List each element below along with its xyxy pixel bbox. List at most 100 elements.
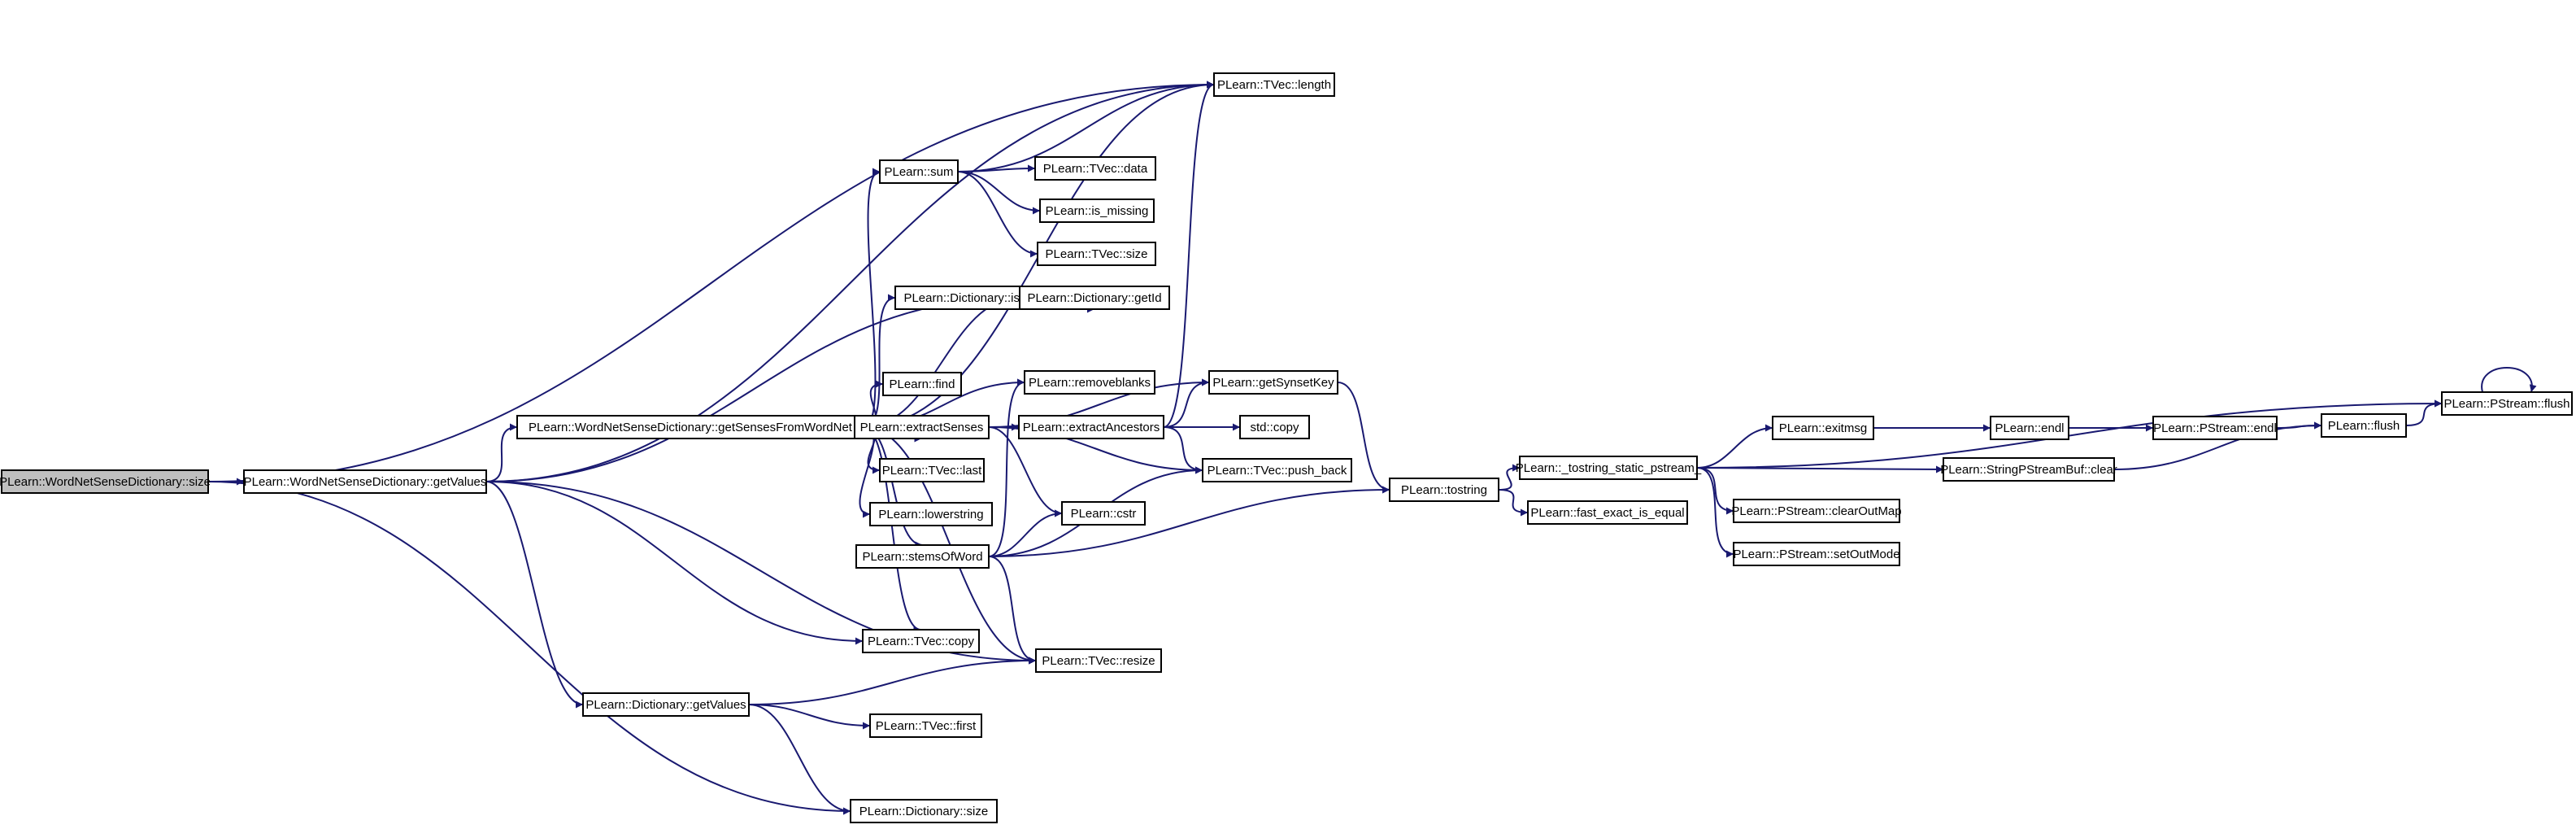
node-cstr[interactable]: PLearn::cstr xyxy=(1061,501,1146,526)
node-box xyxy=(1208,370,1338,395)
node-tvec-resize[interactable]: PLearn::TVec::resize xyxy=(1035,648,1162,673)
edge-root-to-dict-size xyxy=(207,481,851,815)
node-label: PLearn::StringPStreamBuf::clear xyxy=(1940,463,2117,477)
node-box xyxy=(2152,416,2278,440)
node-exitmsg[interactable]: PLearn::exitmsg xyxy=(1772,416,1874,440)
node-pstream-flush[interactable]: PLearn::PStream::flush xyxy=(2441,391,2573,416)
edge-getsynsetkey-to-tostring xyxy=(1337,382,1390,494)
node-tostring[interactable]: PLearn::tostring xyxy=(1389,478,1499,502)
node-box xyxy=(1527,500,1688,525)
node-strbuf-clear[interactable]: PLearn::StringPStreamBuf::clear xyxy=(1940,457,2117,482)
edge-tostring-static-to-setoutmode xyxy=(1696,467,1734,558)
node-label: PLearn::endl xyxy=(1995,421,2064,435)
node-lowerstring[interactable]: PLearn::lowerstring xyxy=(869,502,993,526)
node-label: PLearn::WordNetSenseDictionary::getValue… xyxy=(244,475,487,489)
node-label: std::copy xyxy=(1250,421,1299,434)
node-getsynsetkey[interactable]: PLearn::getSynsetKey xyxy=(1208,370,1338,395)
node-tvec-last[interactable]: PLearn::TVec::last xyxy=(879,458,985,482)
node-box xyxy=(1519,456,1698,480)
node-getsensesfromwordnet[interactable]: PLearn::WordNetSenseDictionary::getSense… xyxy=(516,415,864,439)
node-label: PLearn::TVec::data xyxy=(1043,162,1148,176)
node-endl[interactable]: PLearn::endl xyxy=(1990,416,2069,440)
node-label: PLearn::lowerstring xyxy=(878,508,983,521)
edge-extractancestors-to-getsynsetkey xyxy=(1163,378,1210,428)
node-label: PLearn::sum xyxy=(884,165,953,179)
node-box xyxy=(1039,199,1155,223)
node-box xyxy=(1061,501,1146,526)
node-stemsofword[interactable]: PLearn::stemsOfWord xyxy=(855,544,990,569)
edge-tostring-static-to-strbuf-clear xyxy=(1696,465,1944,473)
node-box xyxy=(1037,242,1156,266)
node-box xyxy=(1772,416,1874,440)
node-box xyxy=(1733,499,1900,523)
node-dict-isin[interactable]: PLearn::Dictionary::isIn xyxy=(894,286,1039,310)
node-label: PLearn::removeblanks xyxy=(1029,376,1151,390)
node-box xyxy=(850,799,998,823)
edge-wnsd-getvalues-to-tvec-length xyxy=(485,81,1215,482)
edge-extractancestors-to-tvec-length xyxy=(1163,81,1215,428)
node-box xyxy=(879,458,985,482)
node-dict-getvalues[interactable]: PLearn::Dictionary::getValues xyxy=(582,692,750,717)
node-box xyxy=(1034,156,1156,181)
edge-tostring-static-to-exitmsg xyxy=(1696,424,1773,469)
node-label: PLearn::Dictionary::getId xyxy=(1027,291,1161,305)
node-label: PLearn::TVec::resize xyxy=(1042,654,1155,668)
node-label: PLearn::find xyxy=(890,377,955,391)
node-label: PLearn::is_missing xyxy=(1046,204,1149,218)
node-box xyxy=(1213,72,1335,97)
node-plearn-flush[interactable]: PLearn::flush xyxy=(2321,413,2407,438)
edge-sum-to-tvec-data xyxy=(957,164,1036,172)
node-label: PLearn::stemsOfWord xyxy=(862,550,982,564)
node-box xyxy=(854,415,990,439)
node-tvec-size[interactable]: PLearn::TVec::size xyxy=(1037,242,1156,266)
node-tvec-copy[interactable]: PLearn::TVec::copy xyxy=(862,629,980,653)
node-box xyxy=(1239,415,1310,439)
node-std-copy[interactable]: std::copy xyxy=(1239,415,1310,439)
node-dict-size[interactable]: PLearn::Dictionary::size xyxy=(850,799,998,823)
edge-root-to-tvec-length xyxy=(207,81,1215,482)
node-tvec-length[interactable]: PLearn::TVec::length xyxy=(1213,72,1335,97)
node-box xyxy=(879,159,959,184)
node-tostring-static[interactable]: PLearn::_tostring_static_pstream_ xyxy=(1516,456,1702,480)
node-removeblanks[interactable]: PLearn::removeblanks xyxy=(1024,370,1155,395)
node-tvec-data[interactable]: PLearn::TVec::data xyxy=(1034,156,1156,181)
edge-pstream-flush-to-pstream-flush xyxy=(2481,367,2537,393)
node-box xyxy=(1202,458,1352,482)
node-label: PLearn::Dictionary::getValues xyxy=(585,698,746,712)
edge-getsensesfromwordnet-to-tvec-copy xyxy=(863,426,921,634)
node-tvec-first[interactable]: PLearn::TVec::first xyxy=(869,713,982,738)
node-box xyxy=(1943,457,2115,482)
node-setoutmode[interactable]: PLearn::PStream::setOutMode xyxy=(1733,542,1900,566)
edge-sum-to-tvec-length xyxy=(957,81,1215,172)
node-fast-exact[interactable]: PLearn::fast_exact_is_equal xyxy=(1527,500,1688,525)
node-extractancestors[interactable]: PLearn::extractAncestors xyxy=(1018,415,1164,439)
node-label: PLearn::flush xyxy=(2328,419,2400,433)
node-wnsd-getvalues[interactable]: PLearn::WordNetSenseDictionary::getValue… xyxy=(243,469,487,494)
node-sum[interactable]: PLearn::sum xyxy=(879,159,959,184)
node-find[interactable]: PLearn::find xyxy=(882,372,962,396)
node-box xyxy=(1389,478,1499,502)
node-is-missing[interactable]: PLearn::is_missing xyxy=(1039,199,1155,223)
node-box xyxy=(1018,415,1164,439)
node-label: PLearn::WordNetSenseDictionary::size xyxy=(0,475,211,489)
node-extractsenses[interactable]: PLearn::extractSenses xyxy=(854,415,990,439)
node-dict-getid[interactable]: PLearn::Dictionary::getId xyxy=(1019,286,1170,310)
node-box xyxy=(1019,286,1170,310)
node-label: PLearn::PStream::endl xyxy=(2153,421,2277,435)
edge-tostring-to-tostring-static xyxy=(1498,464,1521,491)
node-label: PLearn::PStream::flush xyxy=(2443,397,2569,411)
node-box xyxy=(1035,648,1162,673)
node-box xyxy=(2321,413,2407,438)
node-root[interactable]: PLearn::WordNetSenseDictionary::size xyxy=(0,469,211,494)
node-clearoutmap[interactable]: PLearn::PStream::clearOutMap xyxy=(1731,499,1902,523)
edge-getsensesfromwordnet-to-dict-isin xyxy=(863,294,896,428)
node-box xyxy=(1733,542,1900,566)
node-box xyxy=(1990,416,2069,440)
edge-plearn-flush-to-pstream-flush xyxy=(2405,399,2443,426)
node-label: PLearn::cstr xyxy=(1071,507,1137,521)
node-label: PLearn::fast_exact_is_equal xyxy=(1530,506,1684,520)
node-pstream-endl[interactable]: PLearn::PStream::endl xyxy=(2152,416,2278,440)
edge-layer xyxy=(207,81,2537,815)
node-push-back[interactable]: PLearn::TVec::push_back xyxy=(1202,458,1352,482)
node-label: PLearn::Dictionary::size xyxy=(859,805,988,818)
